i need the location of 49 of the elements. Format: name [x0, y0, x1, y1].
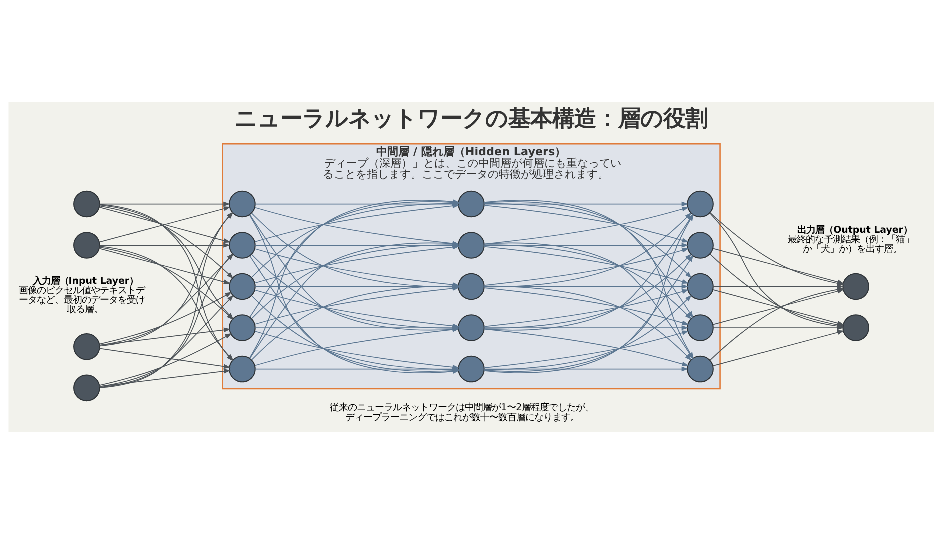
label: 入力層（Input Layer）: [32, 276, 139, 287]
arrow: [484, 244, 692, 320]
node-circle: [74, 232, 100, 258]
arrow: [484, 201, 689, 206]
node-circle: [229, 314, 256, 341]
label: 画像のピクセル値やテキストデータなど、最初のデータを受け取る層。: [19, 284, 146, 315]
label: 出力層（Output Layer）: [798, 224, 912, 236]
arrow: [99, 332, 232, 386]
node-circle: [229, 355, 256, 382]
node-circle: [687, 272, 714, 300]
node-circle: [458, 232, 485, 258]
arrow: [484, 284, 689, 289]
arrow: [484, 285, 692, 360]
arrow: [99, 248, 231, 284]
node-circle: [458, 314, 485, 341]
node-circle: [687, 355, 714, 382]
node-circle: [74, 333, 100, 360]
arrow: [484, 242, 689, 248]
node-circle: [229, 232, 256, 258]
arrow: [255, 242, 460, 248]
node-circle: [687, 232, 714, 258]
node-circle: [74, 190, 100, 218]
node-circle: [74, 374, 100, 402]
arrow: [484, 202, 692, 278]
arrow: [484, 294, 692, 370]
arrow: [99, 242, 230, 248]
node-circle: [687, 314, 714, 341]
node-circle: [687, 190, 714, 218]
arrow: [484, 253, 692, 328]
arrow: [99, 292, 232, 344]
diagram-title: ニューラルネットワークの基本構造：層の役割: [234, 105, 708, 132]
label: 最終的な予測結果（例：「猫」か「犬」か）を出す層。: [788, 234, 914, 254]
arrow: [484, 212, 692, 288]
arrow: [99, 368, 231, 387]
arrow: [712, 330, 844, 366]
node-circle: [458, 355, 485, 382]
label: 従来のニューラルネットワークは中間層が1〜2層程度でしたが、ディープラーニングではこれが数十〜数百層になります。: [330, 402, 594, 424]
node-circle: [458, 272, 485, 300]
arrow: [99, 201, 230, 206]
arrow: [713, 284, 844, 289]
node-circle: [229, 190, 256, 218]
node-circle: [842, 272, 870, 300]
arrow: [484, 325, 689, 330]
arrow: [99, 348, 231, 369]
node-circle: [229, 272, 256, 300]
node-circle: [842, 314, 870, 341]
arrow: [713, 325, 844, 330]
arrow: [484, 366, 689, 372]
node-circle: [458, 190, 485, 218]
